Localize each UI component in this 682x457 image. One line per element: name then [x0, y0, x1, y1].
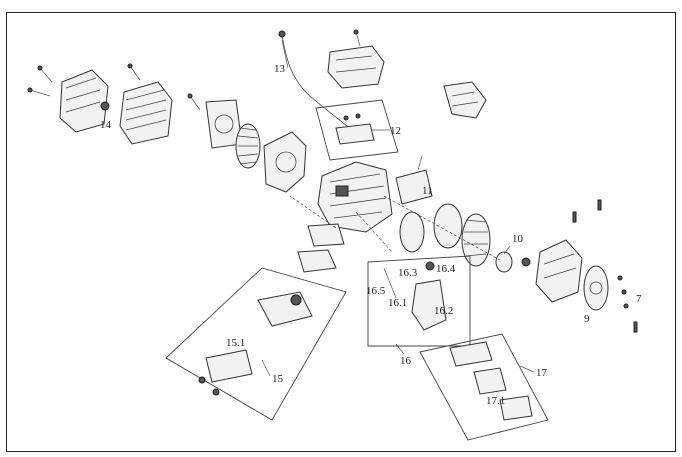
part-top-mount [327, 29, 385, 89]
label-16-5: 16.5 [366, 285, 386, 297]
part-recoil-starter [583, 265, 609, 311]
diagram-frame [6, 12, 676, 452]
part-intake-manifold [297, 223, 345, 273]
part-cylinder-block [119, 81, 173, 145]
part-engine-core [317, 161, 393, 233]
part-flywheel [399, 203, 491, 267]
label-15-1: 15.1 [226, 337, 245, 349]
label-16-1: 16.1 [388, 297, 407, 309]
label-10: 10 [512, 233, 524, 245]
label-9: 9 [584, 313, 590, 325]
part-recoil-housing [535, 239, 583, 303]
part-clutch [495, 251, 531, 273]
label-15: 15 [272, 373, 284, 385]
part-fuel-line [278, 30, 353, 131]
label-7: 7 [636, 293, 642, 305]
part-shroud-left [59, 69, 110, 133]
label-16-3: 16.3 [398, 267, 418, 279]
label-16: 16 [400, 355, 412, 367]
assembly-leads [289, 195, 501, 261]
label-13: 13 [274, 63, 286, 75]
screws-left [27, 63, 201, 111]
part-bracket-12-box [315, 99, 399, 161]
part-muffler-box [165, 267, 347, 421]
label-11: 11 [422, 185, 433, 197]
label-14: 14 [100, 119, 112, 131]
label-leaders [261, 39, 535, 377]
part-cover-upper-right [443, 81, 487, 119]
label-16-2: 16.2 [434, 305, 453, 317]
part-fan-left [235, 123, 261, 169]
part-air-filter-box [419, 333, 549, 441]
part-bracket-11 [395, 155, 433, 205]
label-12: 12 [390, 125, 401, 137]
part-gasket-plate [205, 99, 243, 149]
label-16-4: 16.4 [436, 263, 456, 275]
label-17-1: 17.1 [486, 395, 505, 407]
part-crankcase-left [263, 131, 307, 193]
label-17: 17 [536, 367, 548, 379]
screws-right [572, 199, 638, 333]
